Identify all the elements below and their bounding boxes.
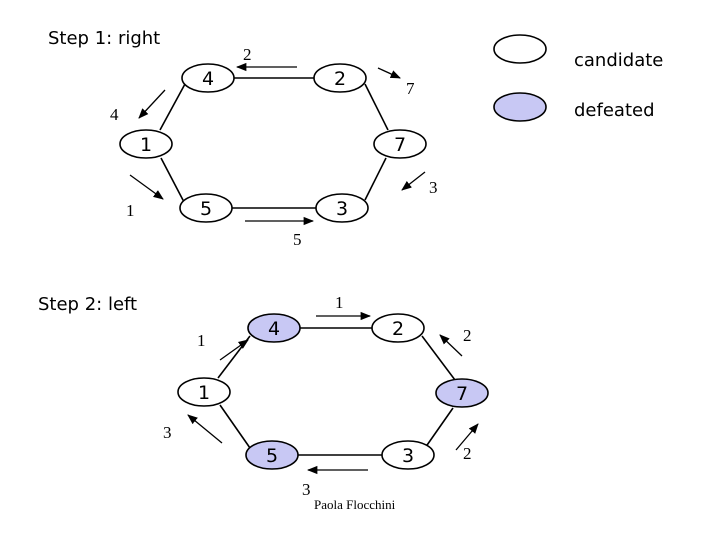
step1-msg-label-lower-left: 1 [126,201,135,220]
step1-edge-7-3 [364,157,387,201]
svg-text:3: 3 [336,198,348,220]
legend-defeated-label: defeated [574,100,655,121]
author-credit: Paola Flocchini [314,497,396,512]
step2-node-5: 5 [245,440,299,470]
step2-node-1: 1 [177,377,231,407]
step1-msg-arrow-lower-right [401,171,426,191]
svg-text:4: 4 [268,318,280,340]
step2-msg-arrow-lower-left [187,414,223,444]
legend-candidate-swatch [493,34,547,64]
svg-text:5: 5 [266,445,278,467]
step1-title: Step 1: right [48,28,160,49]
step2-msg-arrow-lower-right [455,423,479,451]
step1-msg-arrow-lower-left [129,174,164,200]
svg-text:2: 2 [334,68,346,90]
step2-title: Step 2: left [38,294,137,315]
step1-edge-1-4 [159,83,186,131]
step2-msg-label-bottom: 3 [302,480,311,499]
svg-text:5: 5 [200,198,212,220]
step1-node-3: 3 [315,193,369,223]
step1-node-7: 7 [373,129,427,159]
step1-node-1: 1 [119,129,173,159]
step1-msg-label-upper-right: 7 [406,79,415,98]
step2-node-2: 2 [371,313,425,343]
svg-text:7: 7 [394,134,406,156]
step1-msg-arrow-upper-right [377,67,401,79]
step1-msg-label-top: 2 [243,45,252,64]
step2-msg-arrow-upper-right [439,334,463,357]
legend-defeated-swatch [493,92,547,122]
step2-msg-label-lower-left: 3 [163,423,172,442]
step2-node-7: 7 [435,378,489,408]
svg-text:3: 3 [402,445,414,467]
step1-node-4: 4 [181,63,235,93]
step1-edge-2-7 [364,83,389,131]
step2-msg-arrow-upper-left [219,339,249,361]
step1-edge-5-1 [160,157,185,203]
step2-edge-5-1 [219,404,251,449]
legend-candidate-label: candidate [574,50,663,71]
step2-msg-label-upper-left: 1 [197,331,206,350]
step1-msg-arrow-upper-left [138,89,166,119]
step2-edge-7-3 [424,407,454,449]
step2-msg-label-lower-right: 2 [463,444,472,463]
svg-text:7: 7 [456,383,468,405]
step2-msg-label-top: 1 [335,293,344,312]
svg-text:1: 1 [140,134,152,156]
svg-text:2: 2 [392,318,404,340]
svg-text:1: 1 [198,382,210,404]
step2-msg-label-upper-right: 2 [463,326,472,345]
step1-msg-label-bottom: 5 [293,230,302,249]
step2-node-3: 3 [381,440,435,470]
step1-node-5: 5 [179,193,233,223]
svg-text:4: 4 [202,68,214,90]
step2-edge-2-7 [421,335,456,381]
step1-msg-label-lower-right: 3 [429,178,438,197]
step1-node-2: 2 [313,63,367,93]
step2-node-4: 4 [247,313,301,343]
step1-msg-label-upper-left: 4 [110,105,119,124]
